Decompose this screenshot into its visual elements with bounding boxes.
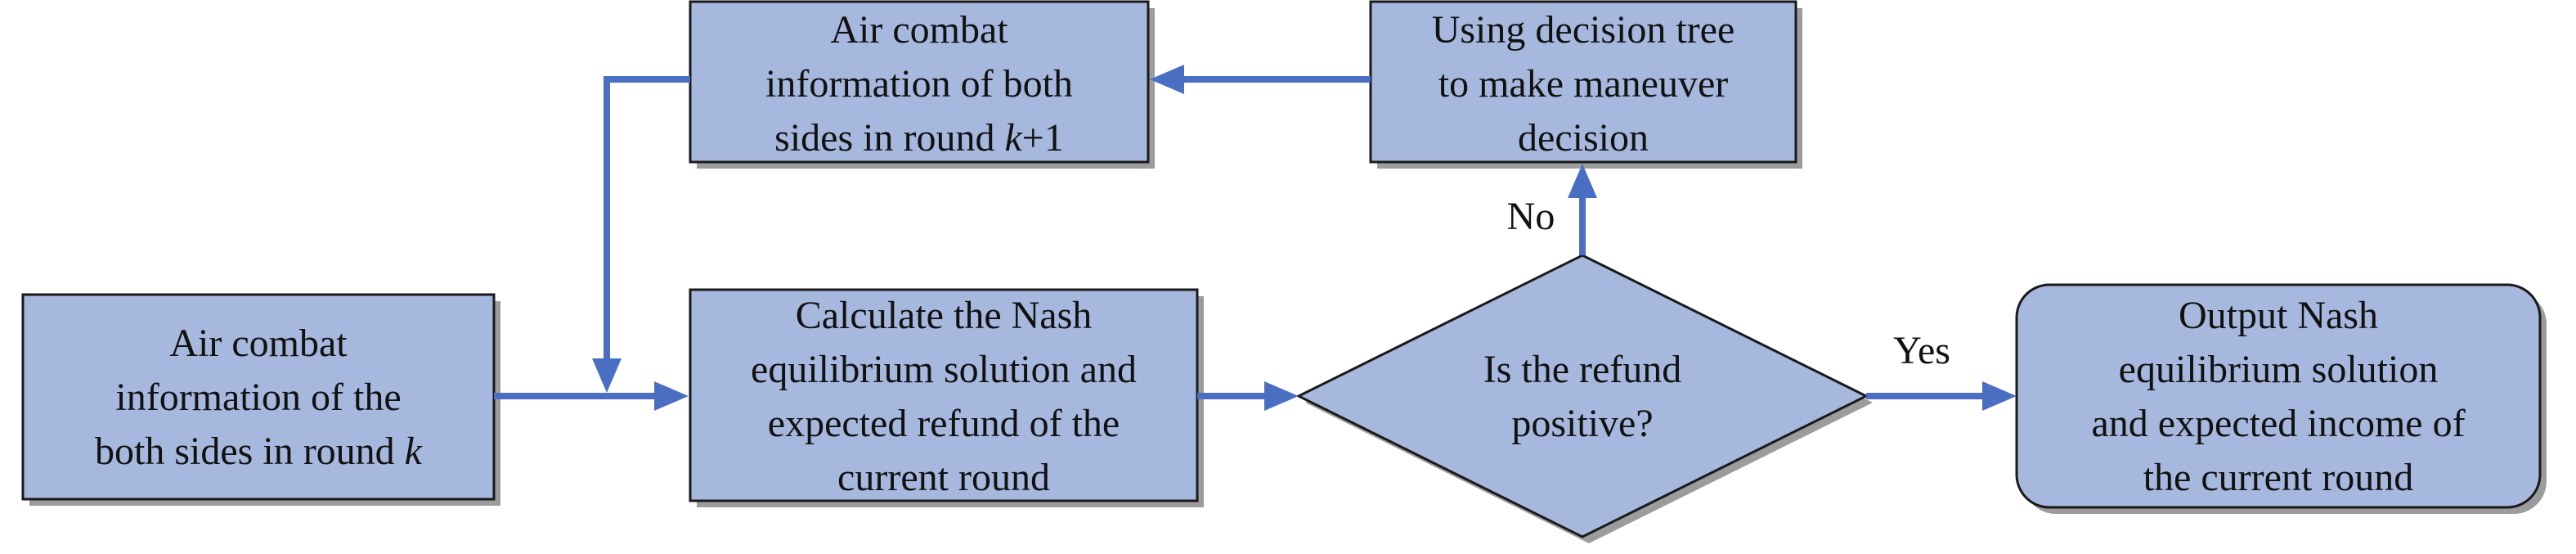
node-decision-tree-label: Using decision tree to make maneuver decis… <box>1432 8 1735 160</box>
edge-info-to-input-line <box>592 76 690 393</box>
node-output-nash-label: Output Nash equilibrium solution and expec… <box>2091 294 2465 499</box>
label-line: Output Nash <box>2179 294 2378 337</box>
edge-decision-tree-to-info <box>1150 65 1371 94</box>
label-line: Is the refund <box>1483 348 1682 391</box>
label-line: Air combat <box>169 322 348 365</box>
node-input-round-k-label: Air combat information of the both sides i… <box>95 322 424 473</box>
node-info-round-k-plus-1: Air combat information of both sides in ro… <box>689 0 1155 169</box>
label-line: current round <box>837 456 1050 499</box>
node-decision-refund-positive: Is the refund positive? <box>1295 254 1873 543</box>
edge-decision-to-decision-tree <box>1568 164 1597 255</box>
label-line: sides in round k+1 <box>774 116 1064 160</box>
label-line: positive? <box>1511 402 1653 445</box>
edge-label-no: No <box>1507 195 1555 238</box>
node-info-round-k-plus-1-label: Air combat information of both sides in ro… <box>765 8 1073 160</box>
label-line: the current round <box>2143 456 2414 499</box>
edge-label-yes: Yes <box>1893 329 1950 372</box>
label-line: expected refund of the <box>768 402 1120 445</box>
edge-decision-to-output <box>1866 381 2017 411</box>
node-calculate-nash-label: Calculate the Nash equilibrium solution a… <box>751 294 1137 499</box>
label-line: to make maneuver <box>1438 62 1729 106</box>
label-line: and expected income of <box>2091 402 2465 445</box>
label-line: both sides in round k <box>95 430 424 473</box>
label-line: information of the <box>115 376 401 419</box>
node-decision-refund-positive-label: Is the refund positive? <box>1483 348 1682 445</box>
label-line: Air combat <box>830 8 1008 52</box>
label-line: decision <box>1518 116 1649 160</box>
node-input-round-k: Air combat information of the both sides i… <box>21 293 500 506</box>
node-output-nash: Output Nash equilibrium solution and expec… <box>2015 283 2547 514</box>
label-line: Calculate the Nash <box>796 294 1093 337</box>
node-decision-tree: Using decision tree to make maneuver decis… <box>1369 0 1802 169</box>
edge-input-to-calculate <box>494 381 689 411</box>
label-line: Using decision tree <box>1432 8 1735 52</box>
label-line: information of both <box>765 62 1073 106</box>
node-calculate-nash: Calculate the Nash equilibrium solution a… <box>689 288 1204 507</box>
edge-calculate-to-decision <box>1197 381 1299 411</box>
label-line: equilibrium solution <box>2119 348 2439 391</box>
label-line: equilibrium solution and <box>751 348 1137 391</box>
